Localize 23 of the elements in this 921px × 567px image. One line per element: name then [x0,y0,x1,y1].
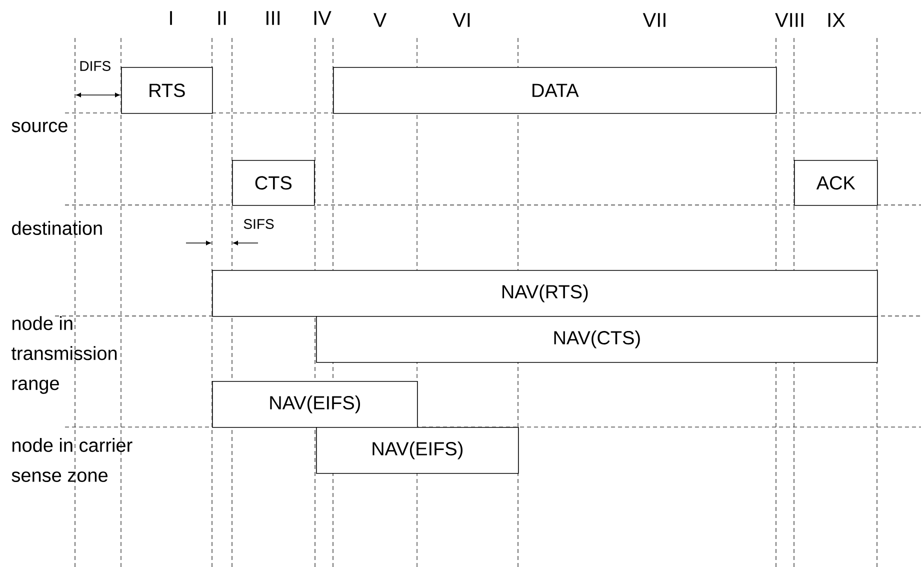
slot-number: VII [642,13,666,27]
interval-label: DIFS [80,61,110,71]
frame-box: CTS [232,160,315,206]
slot-number: V [373,13,387,27]
frame-box: NAV(RTS) [212,270,878,317]
frame-box: NAV(EIFS) [212,381,418,428]
frame-box: RTS [121,67,213,114]
row-label: source [12,122,68,132]
slot-number: VI [452,13,470,27]
frame-box: NAV(EIFS) [316,427,519,474]
slot-number: IV [314,11,332,25]
frame-box: DATA [333,67,777,114]
frame-box: ACK [794,160,878,206]
row-label: node in transmission range [12,316,117,394]
interval-label: SIFS [244,219,274,229]
frame-box: NAV(CTS) [316,316,878,363]
row-label: node in carrier sense zone [12,438,132,482]
slot-number: IX [828,13,846,27]
slot-number: II [218,11,226,25]
slot-number: III [266,11,280,25]
row-label: destination [12,221,102,235]
slot-number: I [170,11,172,25]
slot-number: VIII [775,13,804,27]
